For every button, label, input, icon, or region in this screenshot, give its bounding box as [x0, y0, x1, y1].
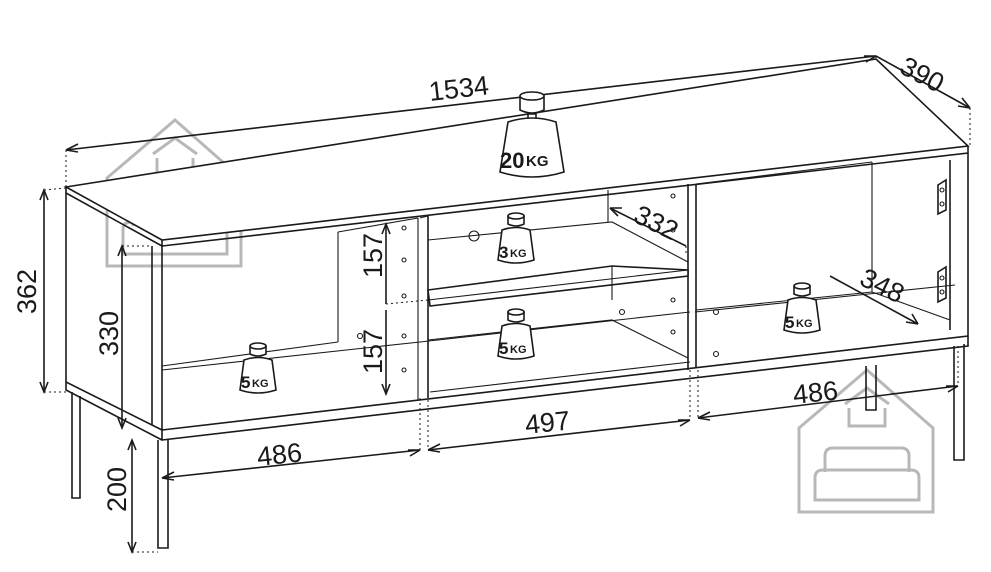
leg-height-label: 200	[102, 467, 132, 512]
weight-icon: 5 KG	[497, 308, 535, 360]
dimension-middle-width: 497	[427, 370, 691, 453]
dimension-right-depth: 348	[829, 262, 919, 325]
weight-middle-lower-value: 5	[499, 339, 508, 358]
weight-middle-upper-unit: KG	[510, 248, 527, 260]
shelf-gap-bottom-label: 157	[358, 329, 388, 374]
cabinet-body	[65, 153, 969, 441]
shelf-gap-top-label: 157	[358, 233, 388, 278]
weight-middle-upper-value: 3	[499, 243, 508, 262]
shelf-holes	[356, 193, 720, 373]
hinge-icon	[937, 178, 947, 216]
right-width-label: 486	[791, 375, 839, 410]
body-height-label: 330	[94, 311, 124, 356]
middle-depth-label: 332	[629, 199, 683, 246]
dimension-right-width: 486	[697, 346, 959, 421]
weight-icon: 5 KG	[239, 342, 277, 394]
middle-width-label: 497	[523, 405, 571, 440]
dimension-leg-height: 200	[102, 437, 158, 555]
weight-top-unit: KG	[526, 153, 549, 170]
weight-right-unit: KG	[796, 318, 813, 330]
dimension-total-height: 362	[12, 187, 72, 395]
weight-icon: 20 KG	[499, 91, 565, 178]
weight-icon: 3 KG	[497, 212, 535, 264]
cabinet-legs	[71, 344, 965, 549]
weight-top-value: 20	[500, 148, 524, 173]
dimension-left-width: 486	[161, 398, 421, 481]
weight-icon: 5 KG	[783, 282, 821, 334]
weight-middle-lower-unit: KG	[510, 344, 527, 356]
total-width-label: 1534	[427, 70, 490, 107]
weight-right-value: 5	[785, 313, 794, 332]
hinge-icon	[937, 265, 947, 304]
left-width-label: 486	[255, 437, 303, 472]
total-height-label: 362	[12, 269, 42, 314]
dimension-shelf-gaps: 157 157	[358, 221, 429, 397]
dimension-middle-depth: 332	[609, 199, 687, 256]
dimension-body-height: 330	[94, 243, 152, 431]
weight-left-unit: KG	[252, 378, 269, 390]
weight-left-value: 5	[241, 373, 250, 392]
dimension-total-width: 1534	[65, 55, 877, 188]
